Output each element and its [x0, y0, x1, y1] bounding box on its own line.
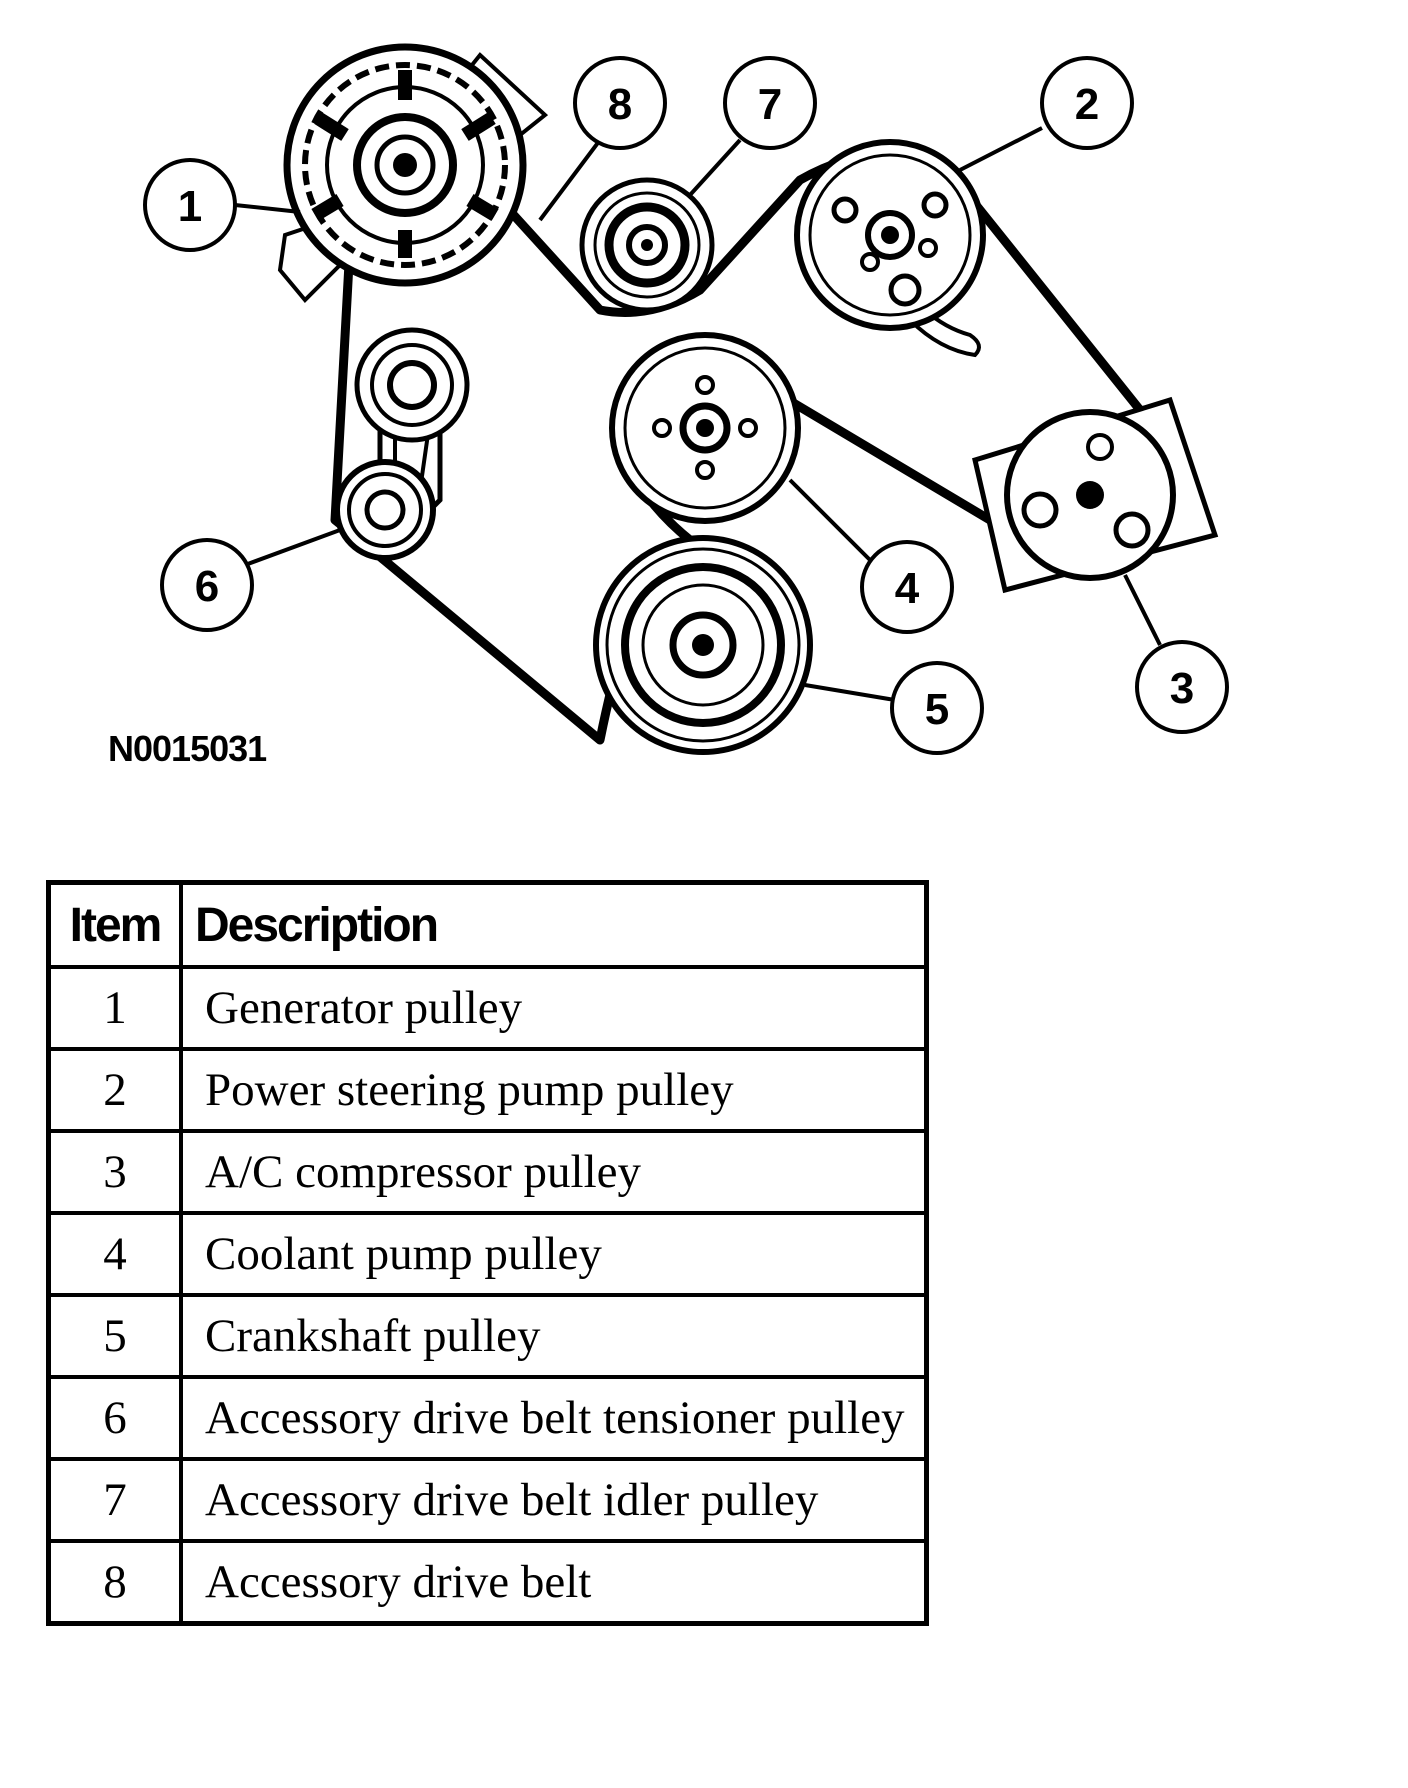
belt-tensioner [334, 327, 470, 561]
item-description: Crankshaft pulley [179, 1293, 929, 1379]
svg-text:3: 3 [1170, 664, 1194, 713]
svg-text:5: 5 [925, 685, 949, 734]
power-steering-pump [794, 139, 986, 358]
table-row: 7 Accessory drive belt idler pulley [46, 1457, 929, 1543]
item-description: Power steering pump pulley [179, 1047, 929, 1133]
callout-2: 2 [1040, 56, 1134, 150]
figure-code: N0015031 [108, 728, 267, 769]
table-row: 4 Coolant pump pulley [46, 1211, 929, 1297]
item-number: 6 [46, 1375, 183, 1461]
table-row: 8 Accessory drive belt [46, 1539, 929, 1626]
coolant-pump-pulley [609, 332, 801, 524]
table-row: 6 Accessory drive belt tensioner pulley [46, 1375, 929, 1461]
table-row: 1 Generator pulley [46, 965, 929, 1051]
item-description: Accessory drive belt idler pulley [179, 1457, 929, 1543]
callout-8: 8 [573, 56, 667, 150]
table-row: 5 Crankshaft pulley [46, 1293, 929, 1379]
idler-pulley [579, 177, 715, 313]
item-description: Accessory drive belt tensioner pulley [179, 1375, 929, 1461]
callout-4: 4 [860, 540, 954, 634]
item-number: 3 [46, 1129, 183, 1215]
generator [277, 43, 549, 303]
table-row: 3 A/C compressor pulley [46, 1129, 929, 1215]
crankshaft-pulley [593, 535, 813, 755]
item-number: 4 [46, 1211, 183, 1297]
svg-text:1: 1 [178, 182, 202, 231]
description-column-header: Description [179, 880, 929, 969]
item-number: 2 [46, 1047, 183, 1133]
item-number: 5 [46, 1293, 183, 1379]
table-header-row: Item Description [46, 880, 929, 969]
svg-text:6: 6 [195, 562, 219, 611]
item-description: Generator pulley [179, 965, 929, 1051]
callout-7: 7 [723, 56, 817, 150]
item-number: 1 [46, 965, 183, 1051]
item-column-header: Item [46, 880, 183, 969]
item-number: 7 [46, 1457, 183, 1543]
callout-5: 5 [890, 661, 984, 755]
svg-text:2: 2 [1075, 80, 1099, 129]
parts-legend-table: Item Description 1 Generator pulley 2 Po… [46, 880, 929, 1626]
item-description: Coolant pump pulley [179, 1211, 929, 1297]
item-number: 8 [46, 1539, 183, 1626]
item-description: Accessory drive belt [179, 1539, 929, 1626]
callout-3: 3 [1135, 640, 1229, 734]
svg-text:8: 8 [608, 80, 632, 129]
table-row: 2 Power steering pump pulley [46, 1047, 929, 1133]
callout-1: 1 [143, 158, 237, 252]
svg-text:4: 4 [895, 564, 920, 613]
callout-6: 6 [160, 538, 254, 632]
ac-compressor [972, 396, 1219, 594]
svg-text:7: 7 [758, 80, 782, 129]
belt-routing-diagram: 1 2 3 4 5 6 7 8 [143, 43, 1229, 755]
item-description: A/C compressor pulley [179, 1129, 929, 1215]
